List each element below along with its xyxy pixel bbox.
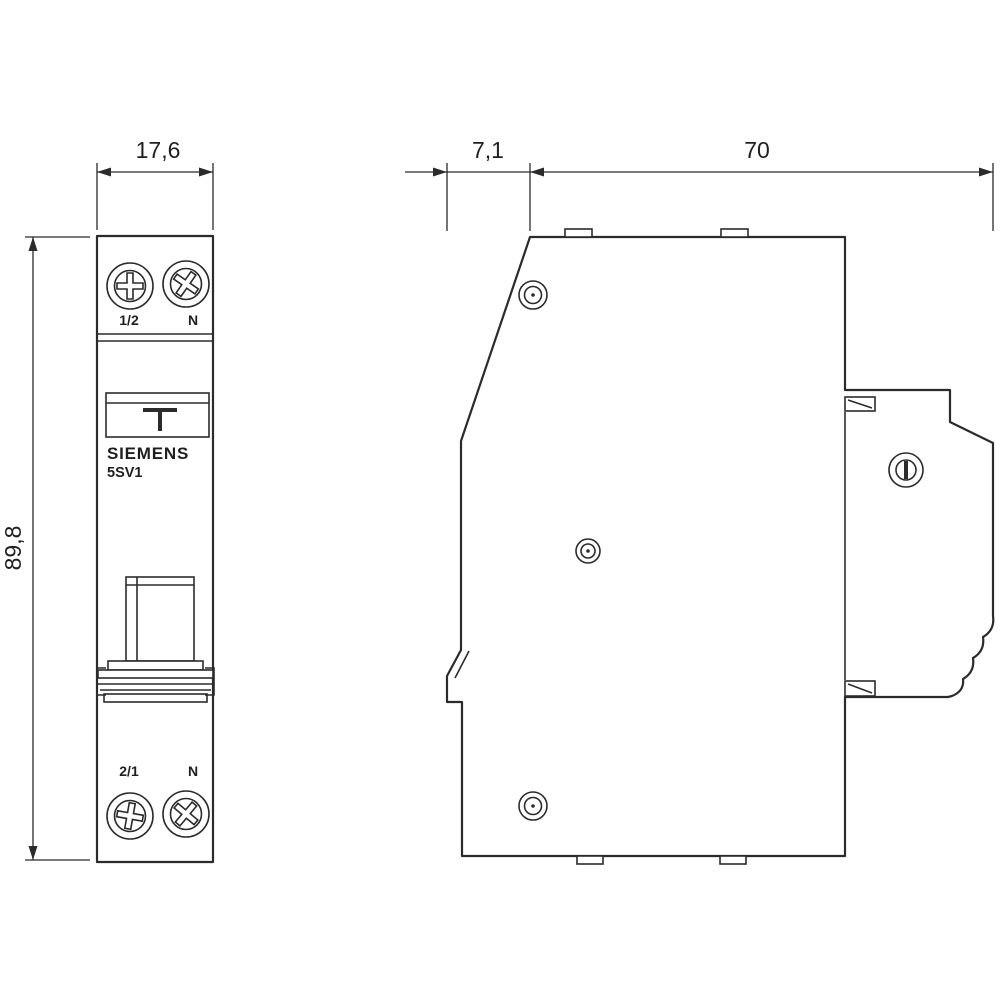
terminal-label-bottom-left: 2/1 xyxy=(119,763,139,779)
terminal-label-top-right: N xyxy=(188,312,198,328)
toggle-base-bracket-right xyxy=(205,667,215,696)
terminal-screw-top-left-icon xyxy=(106,262,154,310)
top-tab-left xyxy=(564,228,593,238)
din-rail-screw-icon xyxy=(888,452,924,488)
arrow-left-icon xyxy=(97,167,111,177)
terminal-screw-top-right-icon xyxy=(162,260,210,308)
side-screw-top-icon xyxy=(518,280,548,310)
dim-depth-front-label: 7,1 xyxy=(472,137,504,163)
toggle-switch xyxy=(96,576,215,703)
terminal-screw-bottom-right-icon xyxy=(162,790,210,838)
terminal-label-bottom-right: N xyxy=(188,763,198,779)
arrow-right-icon xyxy=(433,167,447,177)
side-body-outline xyxy=(445,235,995,858)
arrow-down-icon xyxy=(28,846,38,860)
front-view: 1/2 N SIEMENS 5SV1 2/1 N xyxy=(95,234,215,864)
bottom-tab-right xyxy=(719,855,747,865)
brand-label: SIEMENS xyxy=(107,444,189,463)
dim-width-label: 17,6 xyxy=(136,137,181,163)
arrow-up-icon xyxy=(28,237,38,251)
terminal-screw-bottom-left-icon xyxy=(106,792,154,840)
front-foot-chamfer-line xyxy=(454,650,470,679)
side-screw-bottom-icon xyxy=(518,791,548,821)
dim-depth-overall-label: 70 xyxy=(744,137,770,163)
dimension-width: 17,6 xyxy=(96,137,214,230)
side-view xyxy=(445,228,995,865)
side-screw-middle-icon xyxy=(575,538,601,564)
top-tab-right xyxy=(720,228,749,238)
bottom-tab-left xyxy=(576,855,604,865)
arrow-right-icon xyxy=(199,167,213,177)
terminal-label-top-left: 1/2 xyxy=(119,312,139,328)
arrow-left-icon xyxy=(530,167,544,177)
dimension-depth-overall: 70 xyxy=(447,137,994,231)
arrow-right-icon xyxy=(979,167,993,177)
dimension-height: 89,8 xyxy=(0,236,90,861)
test-button-window xyxy=(105,392,210,438)
dimension-depth-front: 7,1 xyxy=(405,137,504,231)
dim-height-label: 89,8 xyxy=(0,526,26,571)
toggle-base-bracket-left xyxy=(96,667,106,696)
model-label: 5SV1 xyxy=(107,465,142,481)
